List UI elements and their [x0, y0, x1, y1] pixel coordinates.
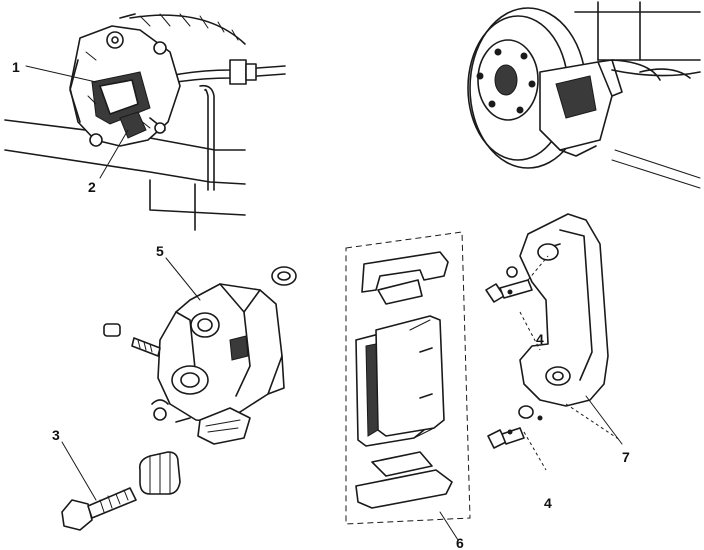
- callout-4-upper: 4: [536, 331, 544, 347]
- callout-4-lower: 4: [544, 495, 552, 511]
- caliper-installed-view: 1 2: [4, 13, 286, 231]
- slide-pin-bolt-and-boot: 3: [52, 427, 181, 531]
- callout-1: 1: [12, 59, 20, 75]
- callout-5: 5: [156, 243, 164, 259]
- callout-2: 2: [88, 179, 96, 195]
- caliper-body-exploded: 5: [103, 243, 297, 445]
- brake-pads-and-shims: 6: [345, 231, 471, 550]
- disc-caliper-installed-view: [467, 1, 701, 189]
- callout-3: 3: [52, 427, 60, 443]
- callout-6: 6: [456, 535, 464, 550]
- caliper-bracket-exploded: 4 4 7: [485, 213, 630, 511]
- callout-7: 7: [622, 449, 630, 465]
